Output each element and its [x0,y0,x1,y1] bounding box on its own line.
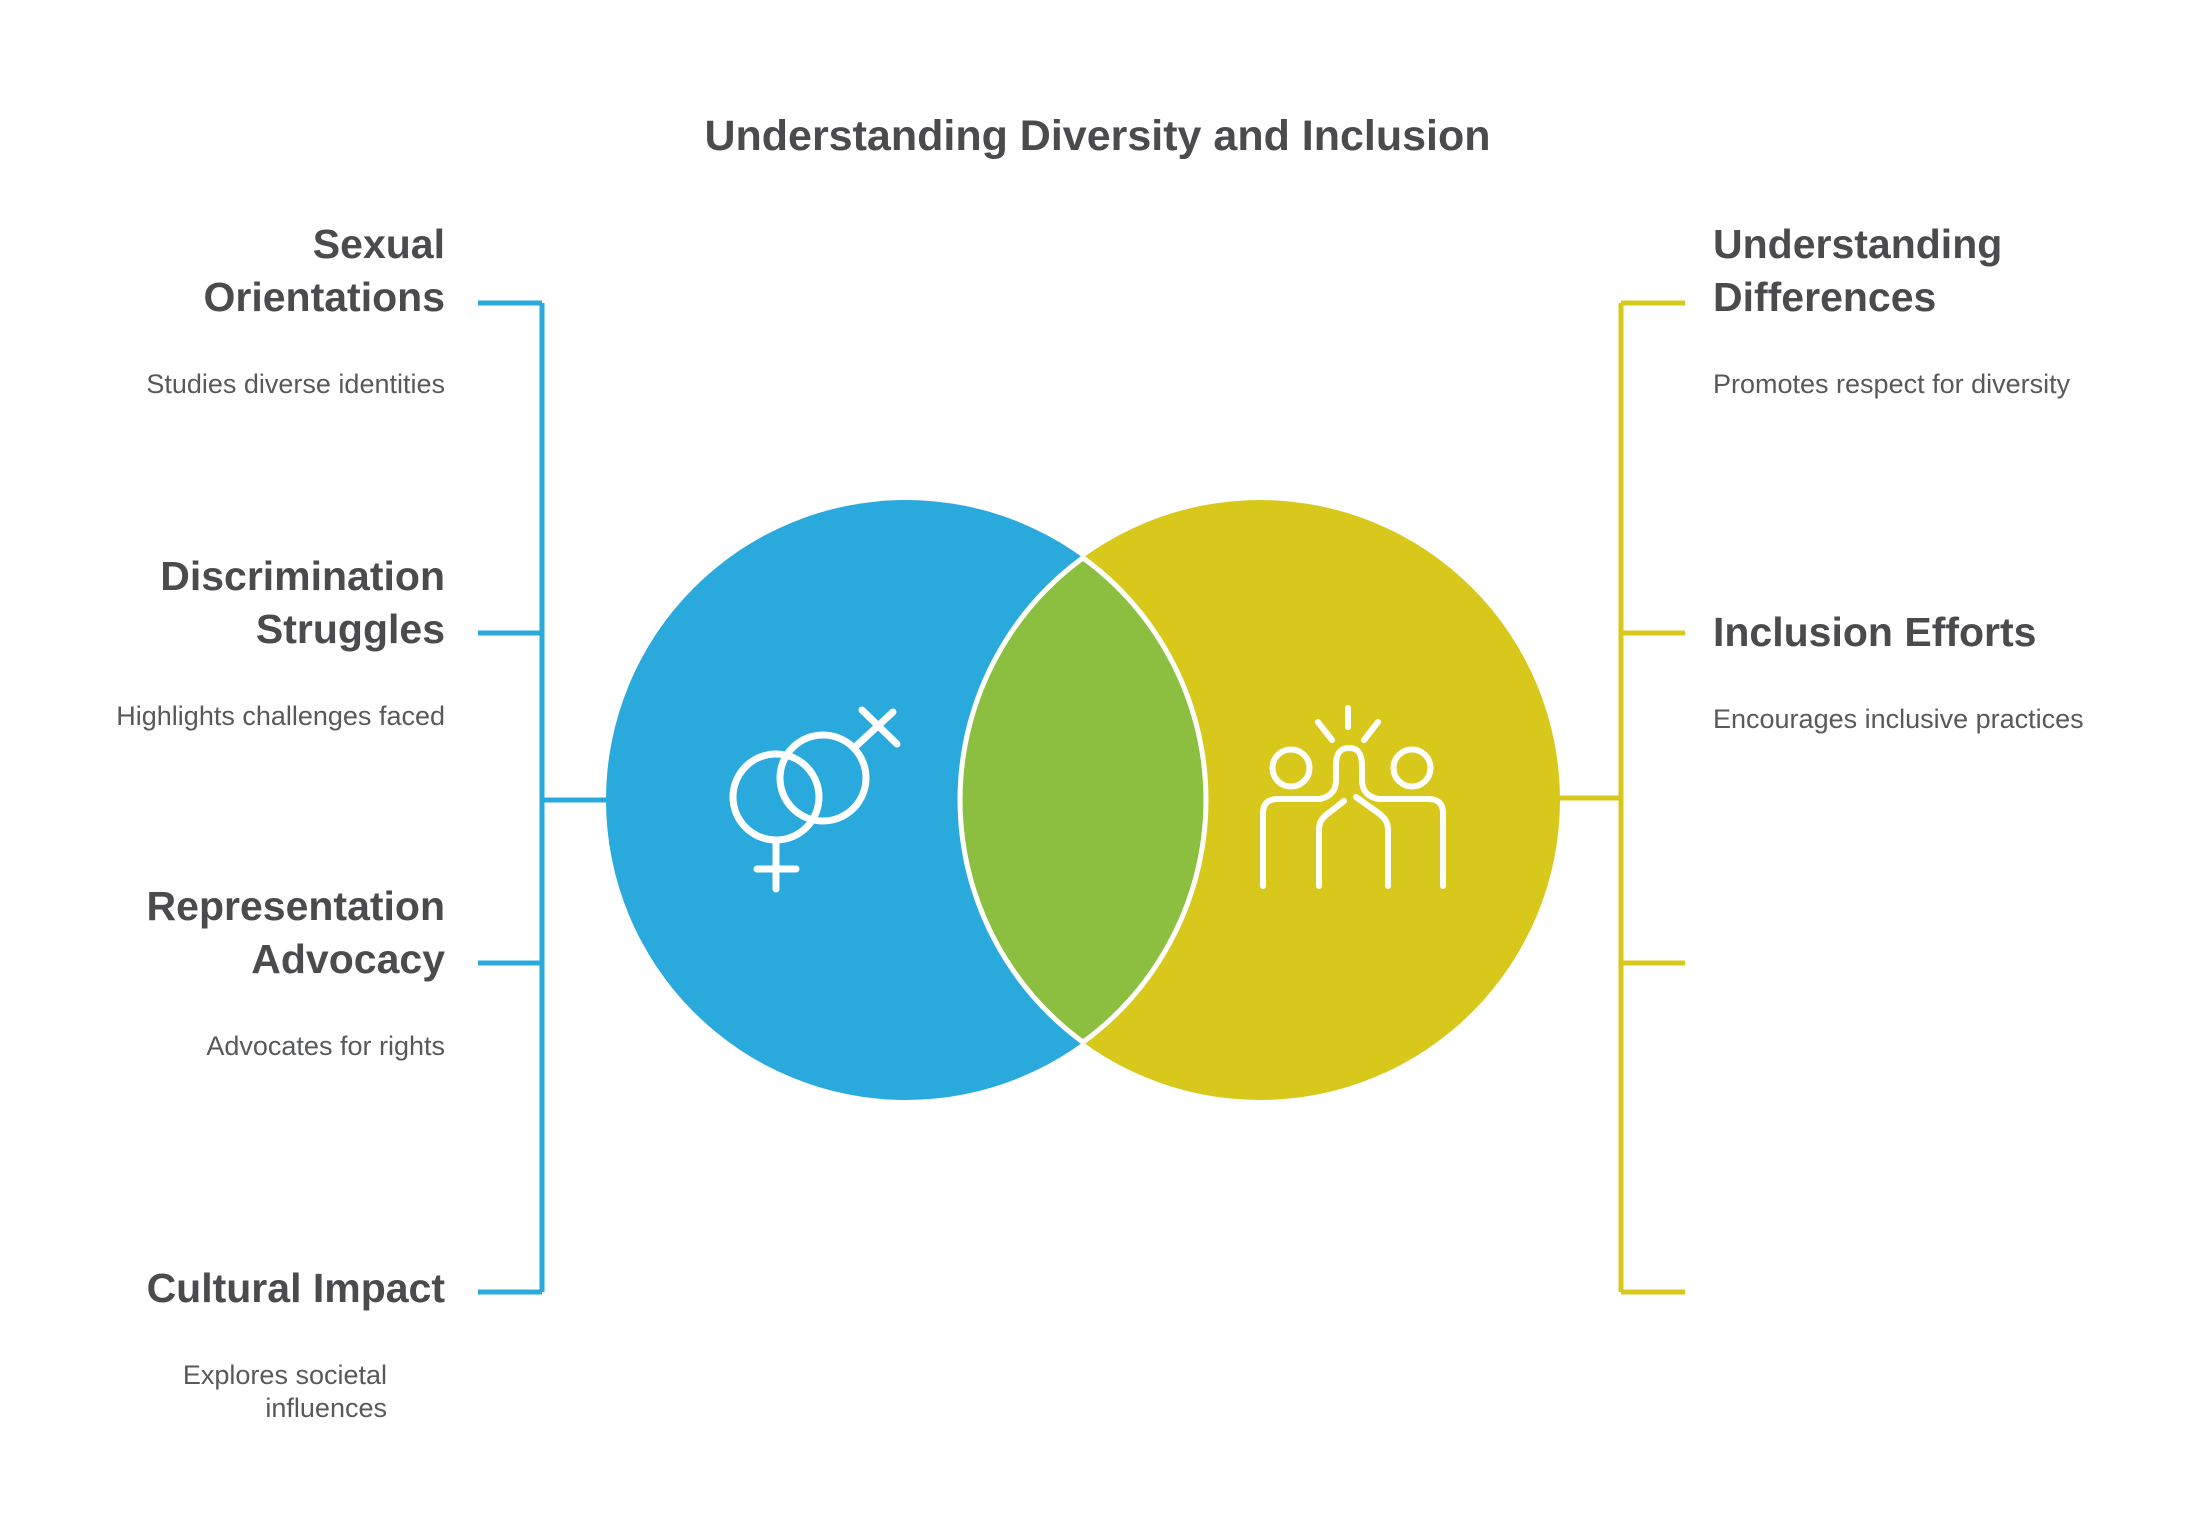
item-discrimination-struggles: Discrimination Struggles Highlights chal… [85,550,445,733]
item-subtitle: Promotes respect for diversity [1713,369,2071,399]
sparkle-right [1361,719,1381,743]
x-symbol-cross [858,706,901,748]
item-sexual-orientations: Sexual Orientations Studies diverse iden… [85,218,445,401]
item-inclusion-efforts: Inclusion Efforts Encourages inclusive p… [1713,606,2143,736]
item-heading: Discrimination Struggles [160,553,445,652]
person-left-body [1260,796,1323,889]
item-subtitle: Explores societal influences [182,1360,387,1423]
right-connector-lines [1558,300,1685,1295]
item-cultural-impact: Cultural Impact Explores societal influe… [85,1262,445,1425]
x-symbol-diagonal [850,708,897,752]
high-five-hands [1317,745,1389,802]
person-left-head [1269,746,1313,790]
item-subtitle: Highlights challenges faced [116,701,445,731]
person-right-body [1383,796,1446,889]
sparkle-left [1315,719,1335,743]
high-five-icon [1260,705,1446,889]
person-right-chest [1353,794,1391,889]
item-understanding-differences: Understanding Differences Promotes respe… [1713,218,2143,401]
item-heading: Representation Advocacy [146,883,445,982]
item-subtitle: Studies diverse identities [146,369,445,399]
item-heading: Sexual Orientations [203,221,445,320]
overlap-lens [957,554,1209,1046]
gender-symbols-icon [729,706,901,893]
item-heading: Understanding Differences [1713,221,2003,320]
item-subtitle: Advocates for rights [206,1031,445,1061]
person-left-chest [1316,798,1347,889]
gender-ring-right [776,731,870,825]
item-subtitle: Encourages inclusive practices [1713,704,2084,734]
item-heading: Inclusion Efforts [1713,609,2037,655]
item-heading: Cultural Impact [146,1265,445,1311]
person-right-head [1390,746,1434,790]
left-connector-lines [478,300,608,1295]
item-representation-advocacy: Representation Advocacy Advocates for ri… [85,880,445,1063]
page-title: Understanding Diversity and Inclusion [704,112,1491,160]
